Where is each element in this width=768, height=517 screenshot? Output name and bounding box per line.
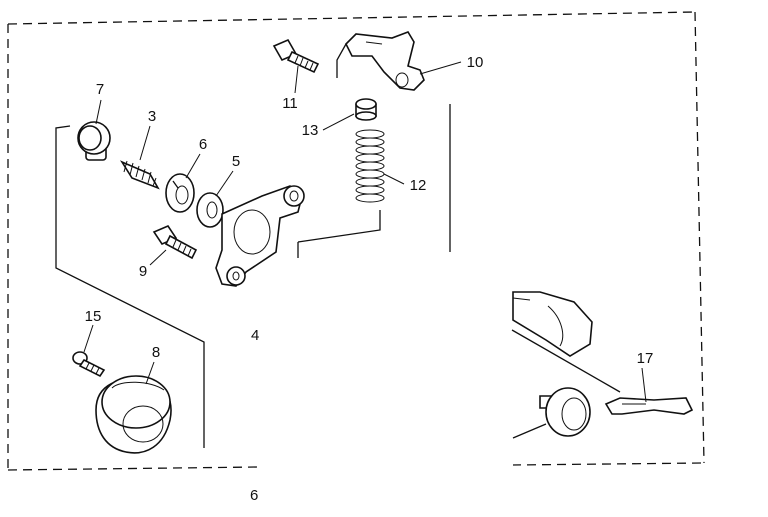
part-10-lever [345, 31, 425, 91]
callout-10: 10 [467, 54, 484, 71]
part-11-bolt [272, 38, 320, 74]
callout-17: 17 [637, 350, 654, 367]
assembly-lines [55, 43, 621, 448]
part-lever-arm-partial [512, 291, 593, 357]
callout-6: 6 [199, 136, 207, 153]
part-knob-partial [512, 387, 591, 439]
fragment-6: 6 [250, 487, 258, 504]
part-5-washer [196, 192, 224, 228]
part-12-spring [355, 129, 385, 203]
part-6-cam [165, 173, 195, 213]
callout-labels: 7 3 6 5 9 11 10 13 12 15 8 17 4 6 [85, 54, 654, 504]
leader-lines [83, 61, 647, 403]
callout-11: 11 [282, 95, 298, 112]
callout-3: 3 [148, 108, 156, 125]
dashed-boundary [7, 11, 705, 471]
callout-13: 13 [302, 122, 319, 139]
part-15-screw [72, 351, 106, 378]
part-3-screw-rod [119, 160, 160, 190]
bracket-plate [215, 185, 305, 287]
callout-9: 9 [139, 263, 147, 280]
part-8-cap [95, 375, 172, 454]
part-7-knob [77, 121, 111, 161]
callout-12: 12 [410, 177, 427, 194]
part-9-bolt [152, 225, 198, 260]
callout-7: 7 [96, 81, 104, 98]
part-17-spring-clip [604, 397, 694, 415]
blank-region [258, 255, 513, 512]
fragment-4: 4 [251, 327, 259, 344]
callout-8: 8 [152, 344, 160, 361]
callout-5: 5 [232, 153, 240, 170]
part-13-bushing [355, 98, 377, 121]
callout-15: 15 [85, 308, 102, 325]
